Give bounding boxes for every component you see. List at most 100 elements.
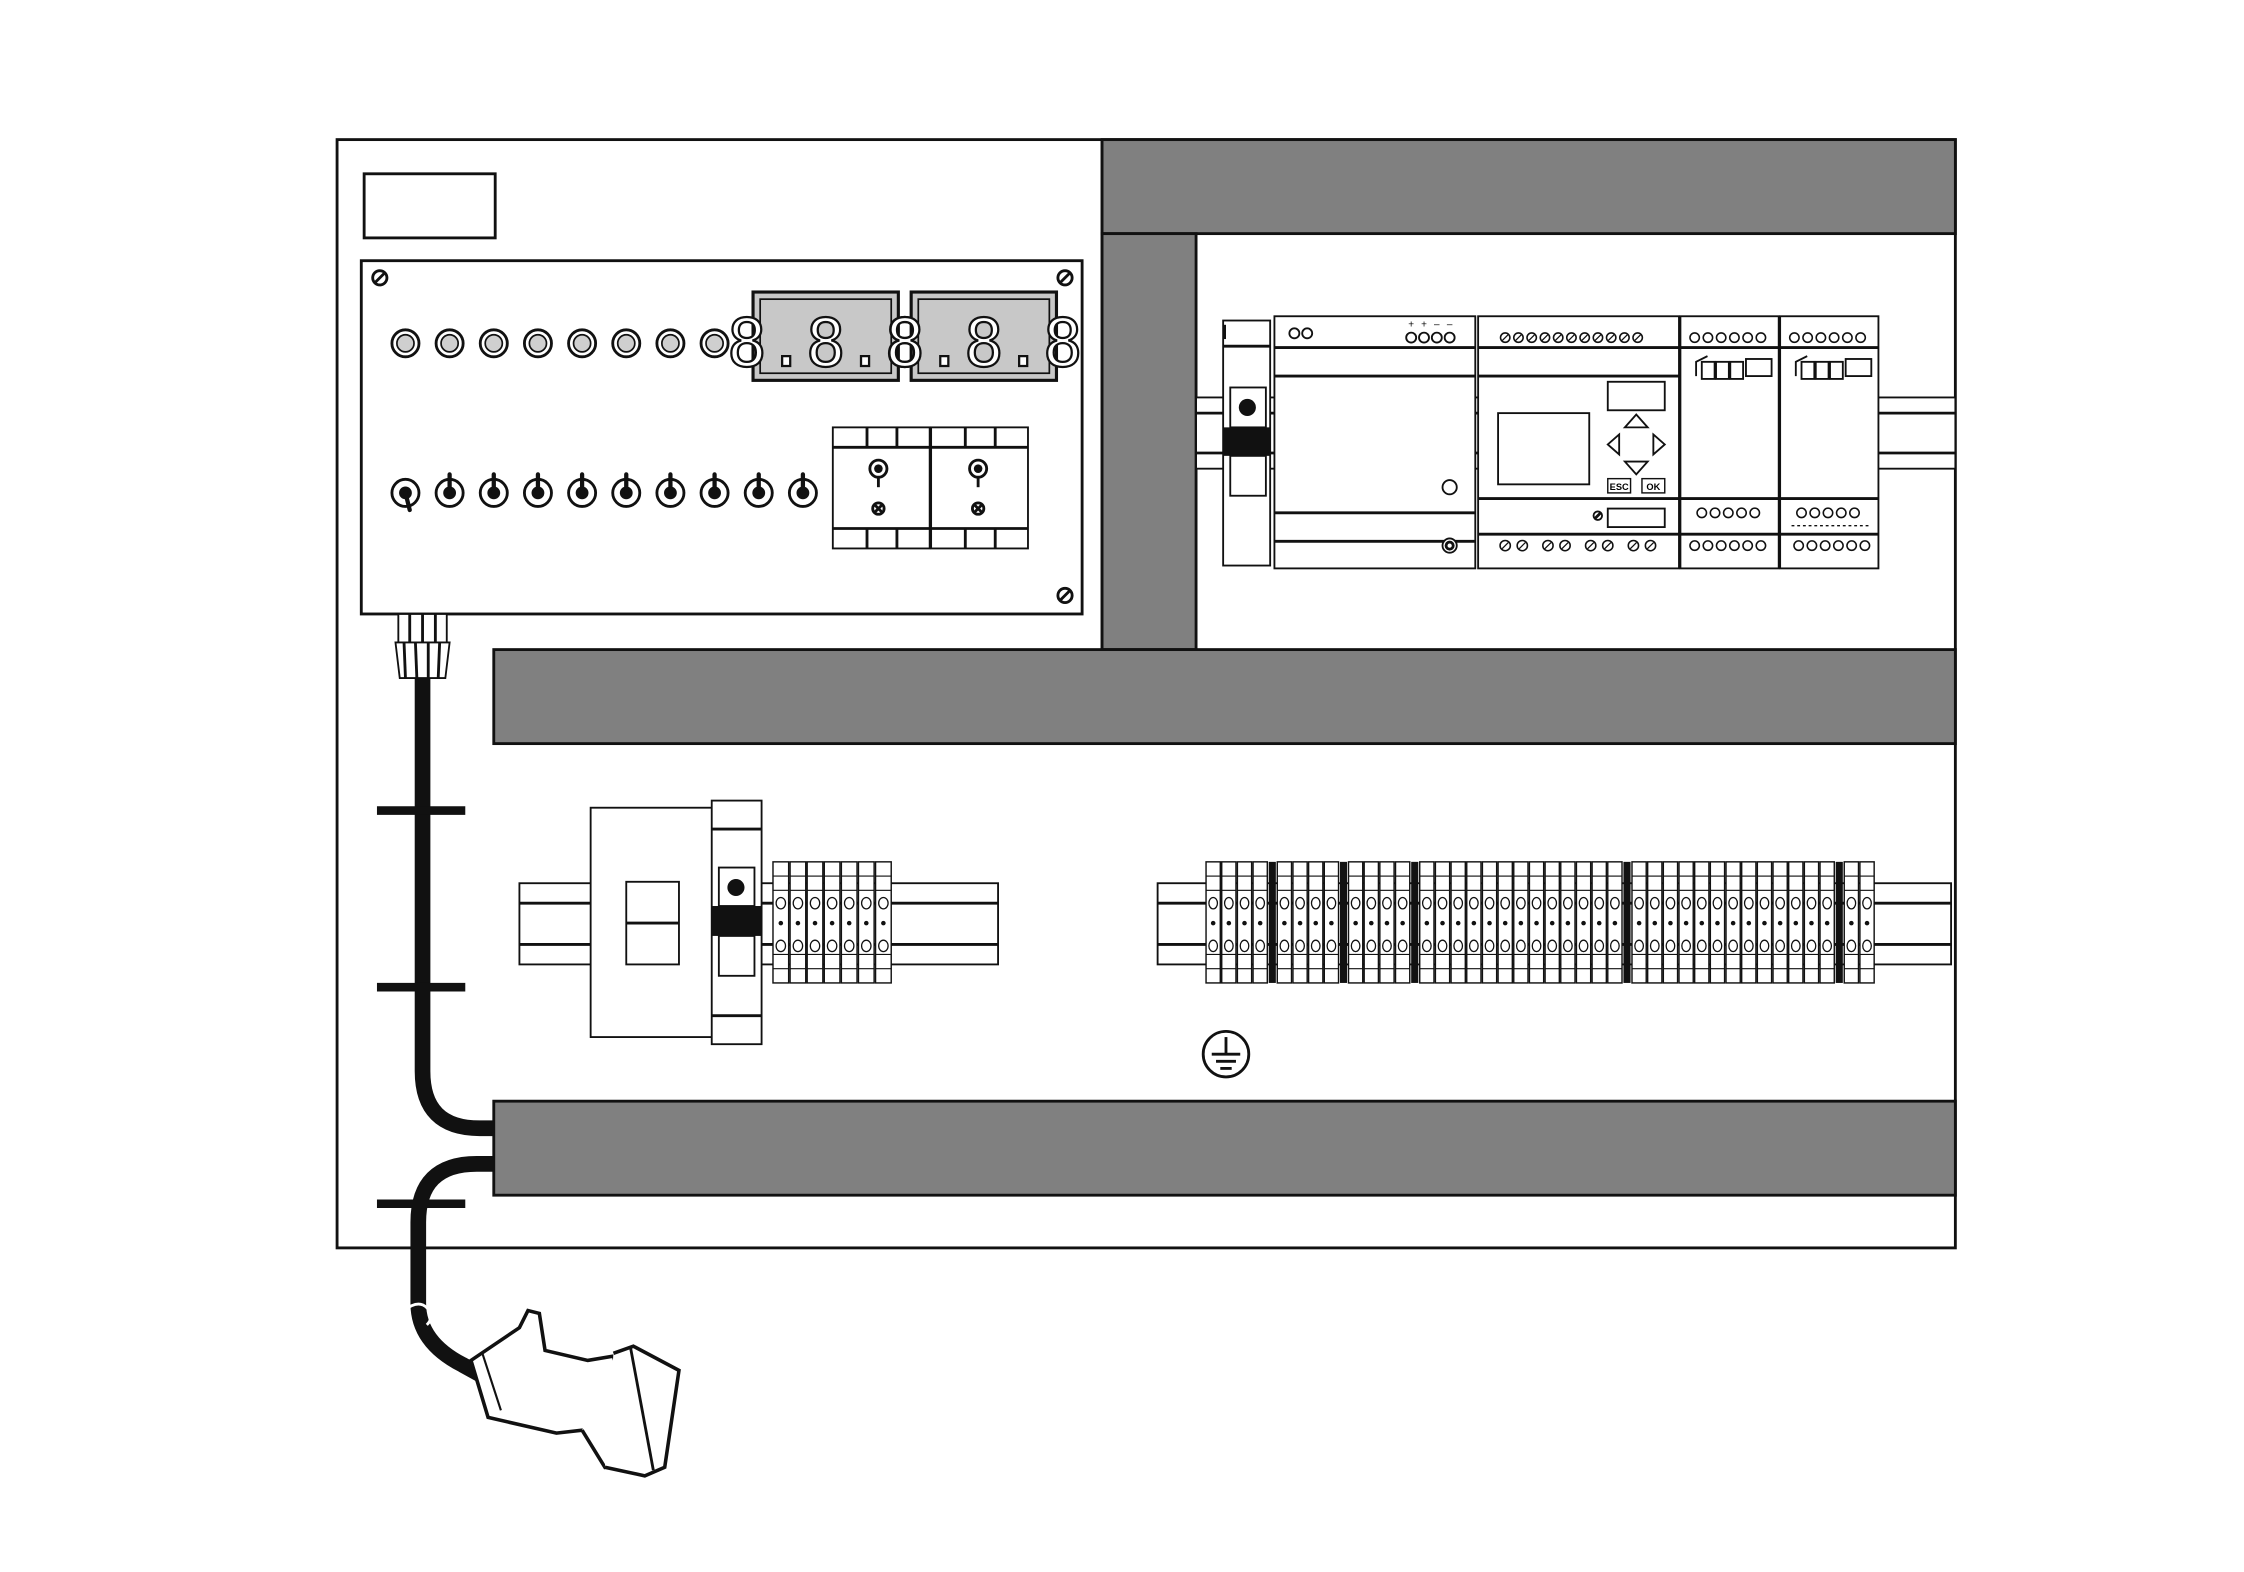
terminal-block: [1307, 861, 1324, 984]
toggle-switch-icon[interactable]: [434, 472, 465, 508]
toggle-switch-icon[interactable]: [655, 472, 686, 508]
plc-base-module: ESC OK: [1477, 315, 1680, 570]
screw-icon: [1056, 586, 1074, 605]
terminal-screw-icon: [1742, 332, 1754, 344]
indicator-lamp-icon: [611, 328, 642, 359]
terminal-screw-icon: [1702, 332, 1714, 344]
toggle-switch-icon[interactable]: [787, 472, 818, 508]
esc-button[interactable]: ESC: [1607, 477, 1632, 494]
terminal-block: [772, 861, 790, 984]
terminal-screw-icon: [1689, 540, 1701, 552]
display-2-readout: 8.8.8: [885, 306, 1082, 382]
wiring-duct-vertical: [1100, 232, 1198, 652]
terminal-screw-icon: [1835, 507, 1847, 519]
terminal-screw-icon: [1516, 539, 1529, 552]
toggle-switch-icon[interactable]: [390, 477, 421, 513]
terminal-block: [1268, 861, 1276, 983]
main-isolator-switch[interactable]: [589, 806, 715, 1038]
terminal-screw-icon: [1722, 507, 1734, 519]
terminal-block: [1843, 861, 1860, 984]
terminal-screw-icon: [1512, 332, 1524, 344]
terminal-screw-icon: [1579, 332, 1591, 344]
terminal-screw-icon: [1552, 332, 1564, 344]
terminal-block: [1544, 861, 1561, 984]
toggle-switch-icon[interactable]: [567, 472, 598, 508]
plug-icon: [468, 1308, 681, 1478]
label-plate: [362, 172, 497, 240]
terminal-screw-icon: [1709, 507, 1721, 519]
terminal-screw-icon: [1755, 332, 1767, 344]
terminal-block: [1772, 861, 1788, 984]
terminal-screw-icon: [1742, 540, 1754, 552]
terminal-screw-icon: [1526, 332, 1538, 344]
circuit-breaker-lower[interactable]: [710, 799, 763, 1046]
toggle-switch-icon[interactable]: [743, 472, 774, 508]
wiring-duct-top: [1100, 138, 1957, 236]
terminal-screw-icon: [1601, 539, 1614, 552]
terminal-block: [1560, 861, 1576, 984]
terminal-screw-icon: [1809, 507, 1821, 519]
terminal-block: [1607, 861, 1623, 984]
terminal-block: [1339, 861, 1348, 983]
power-cable: [376, 678, 494, 1386]
terminal-screw-icon: [1696, 507, 1708, 519]
terminal-screw-icon: [1802, 332, 1814, 344]
terminal-block: [1646, 861, 1663, 984]
terminal-screw-icon: [1499, 539, 1512, 552]
terminal-block: [1787, 861, 1804, 984]
toggle-switch-icon[interactable]: [522, 472, 553, 508]
terminal-block: [1221, 861, 1237, 984]
terminal-screw-icon: [1806, 540, 1818, 552]
terminal-screw-icon: [1499, 332, 1511, 344]
terminal-screw-icon: [1849, 507, 1860, 519]
terminal-block: [1513, 861, 1529, 984]
psu-terminal-mark: –: [1447, 320, 1453, 331]
terminal-screw-icon: [1542, 539, 1554, 552]
selector-switch-module-1[interactable]: [831, 426, 931, 550]
terminal-block: [1725, 861, 1741, 984]
selector-switch-module-2[interactable]: [930, 426, 1029, 550]
terminal-block: [1236, 861, 1253, 984]
terminal-screw-icon: [1715, 540, 1727, 552]
wiring-duct-middle: [492, 648, 1957, 746]
psu-terminal-mark: +: [1421, 320, 1427, 331]
psu-terminal-mark: +: [1408, 320, 1414, 331]
terminal-block: [1292, 861, 1308, 984]
expansion-module-2: [1779, 315, 1880, 570]
terminal-block: [1756, 861, 1773, 984]
arrow-right-icon[interactable]: [1652, 432, 1667, 457]
arrow-up-icon[interactable]: [1622, 413, 1650, 429]
ok-button[interactable]: OK: [1641, 477, 1666, 494]
terminal-block: [874, 861, 892, 984]
arrow-left-icon[interactable]: [1606, 432, 1621, 457]
terminal-block: [1803, 861, 1820, 984]
terminal-screw-icon: [1788, 332, 1800, 344]
arrow-down-icon[interactable]: [1622, 460, 1650, 476]
terminal-block: [1252, 861, 1269, 984]
terminal-block: [789, 861, 807, 984]
terminal-block: [1740, 861, 1757, 984]
plc-lcd-screen: [1497, 412, 1591, 486]
terminal-screw-icon: [1749, 507, 1761, 519]
psu-terminal-mark: –: [1434, 320, 1440, 331]
terminal-screw-icon: [1736, 507, 1748, 519]
terminal-block: [1709, 861, 1726, 984]
toggle-switch-icon[interactable]: [611, 472, 642, 508]
toggle-switch-icon[interactable]: [478, 472, 509, 508]
circuit-breaker-upper[interactable]: [1222, 319, 1272, 567]
toggle-switch-icon[interactable]: [699, 472, 730, 508]
terminal-block: [1205, 861, 1222, 984]
terminal-screw-icon: [1605, 332, 1617, 344]
terminal-block: [1835, 861, 1843, 983]
terminal-block: [806, 861, 824, 984]
terminal-block: [1276, 861, 1293, 984]
screw-icon: [1056, 269, 1074, 287]
terminal-block: [1631, 861, 1647, 984]
terminal-block: [1419, 861, 1435, 984]
terminal-block: [1693, 861, 1710, 984]
terminal-block-group-small: [772, 861, 892, 984]
terminal-block: [823, 861, 841, 984]
svg-text:OK: OK: [1646, 482, 1660, 492]
display-1: 8.8.8: [726, 290, 925, 383]
